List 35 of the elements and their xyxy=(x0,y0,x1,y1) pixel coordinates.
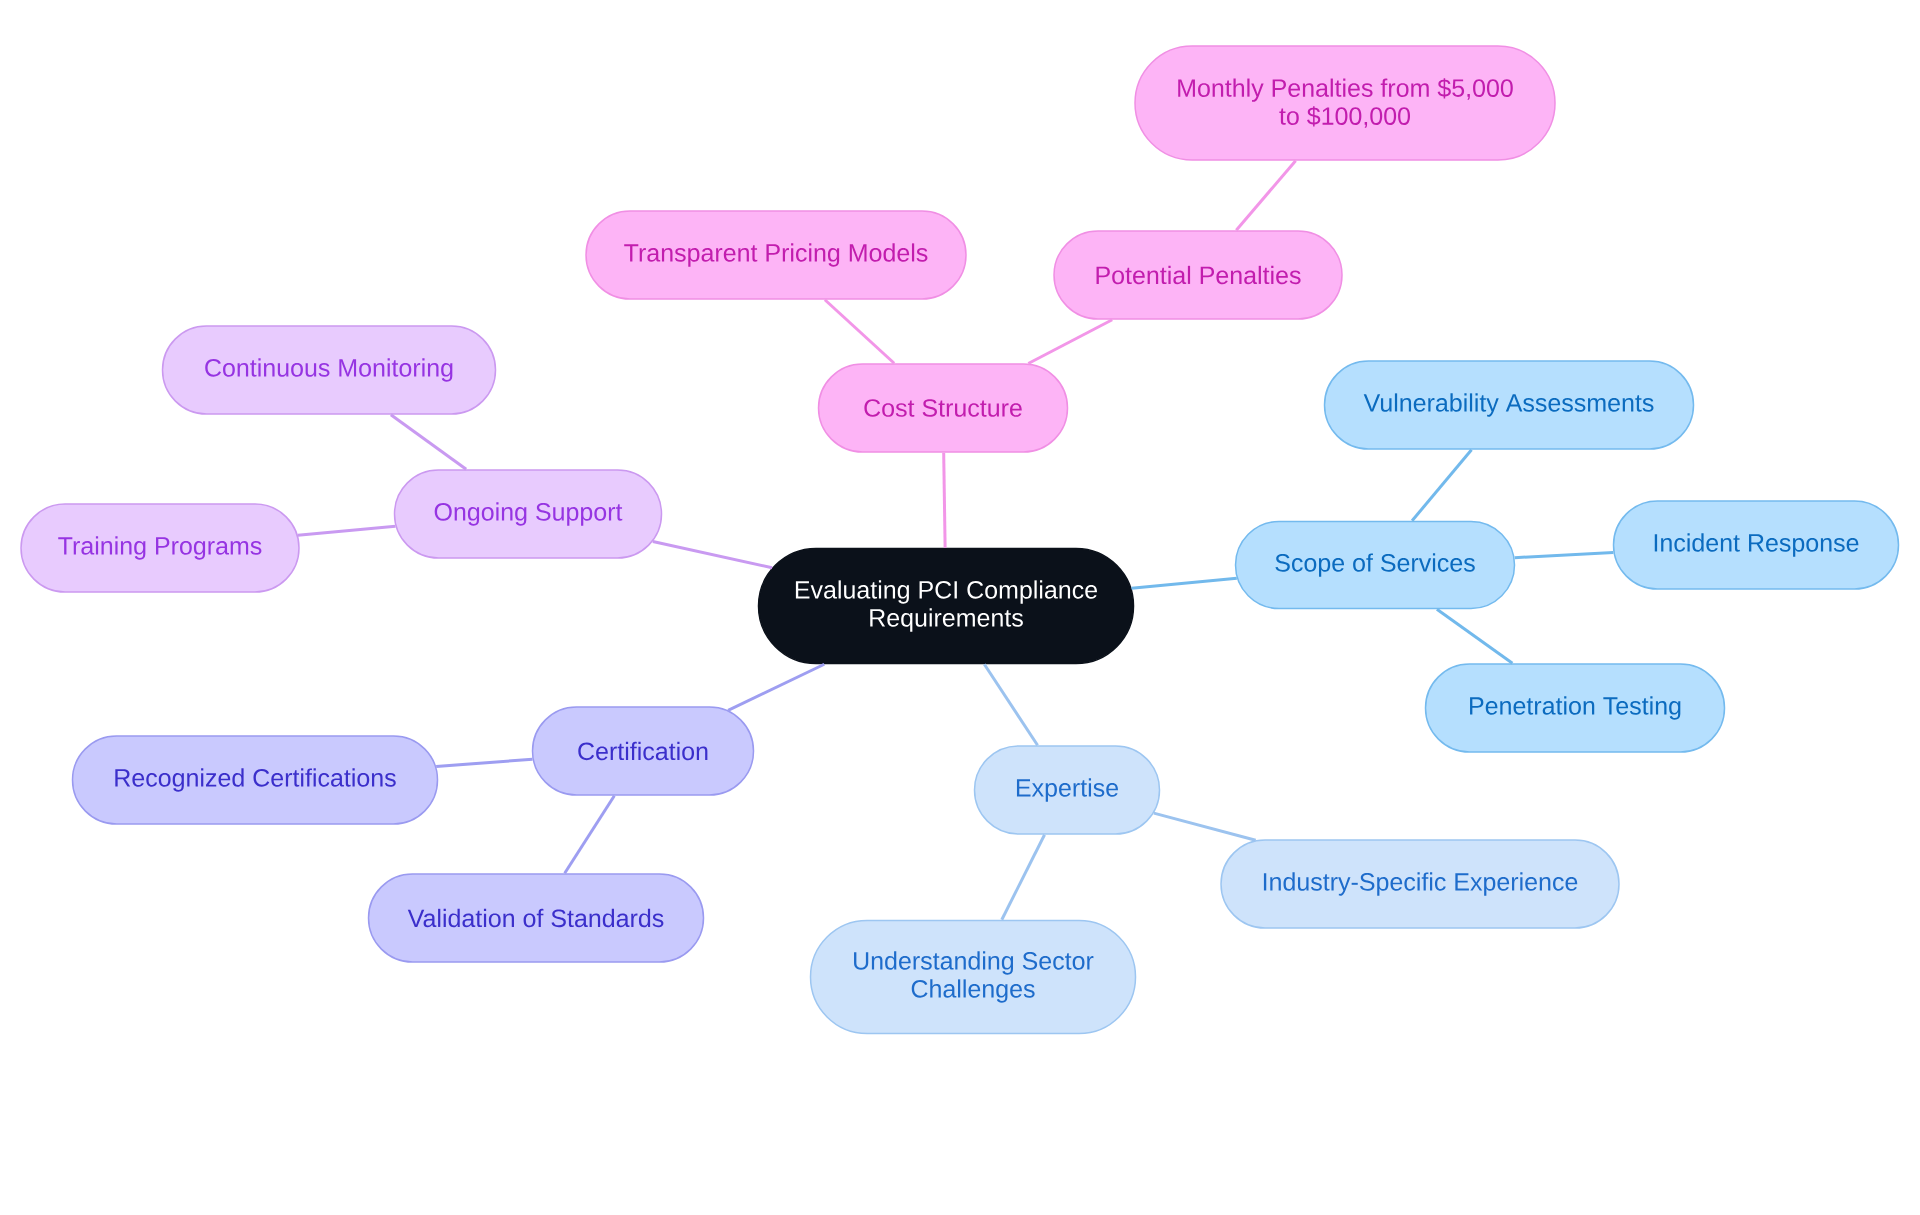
connector-line xyxy=(1000,834,1046,921)
connector-line xyxy=(1436,608,1514,665)
connector-line xyxy=(1131,576,1237,590)
detail-box: Industry-Specific Experience xyxy=(1220,839,1620,929)
detail-box: Validation of Standards xyxy=(367,873,705,963)
subtopic-box: Ongoing Support xyxy=(393,469,663,559)
connector-line xyxy=(983,663,1039,747)
subtopic-box: Scope of Services xyxy=(1234,520,1516,610)
detail-box: Transparent Pricing Models xyxy=(585,210,967,300)
detail-box: Continuous Monitoring xyxy=(161,325,497,415)
connector-line xyxy=(1235,159,1297,232)
detail-box: Penetration Testing xyxy=(1424,663,1726,753)
subtopic-box: Potential Penalties xyxy=(1053,230,1343,320)
detail-box: Training Programs xyxy=(20,503,300,593)
connector-line xyxy=(1514,551,1614,560)
subtopic-box: Cost Structure xyxy=(817,363,1069,453)
detail-box: Understanding Sector Challenges xyxy=(809,919,1137,1035)
central-topic-box: Evaluating PCI Compliance Requirements xyxy=(757,547,1135,665)
connector-line xyxy=(727,662,825,712)
connector-line xyxy=(652,540,773,570)
subtopic-box: Expertise xyxy=(973,745,1161,835)
subtopic-box: Certification xyxy=(531,706,755,796)
connector-line xyxy=(297,524,396,537)
connector-line xyxy=(942,452,947,548)
connector-line xyxy=(436,757,533,768)
detail-box: Recognized Certifications xyxy=(71,735,439,825)
connector-line xyxy=(389,413,468,471)
connector-line xyxy=(1410,448,1473,522)
detail-box: Incident Response xyxy=(1612,500,1900,590)
connector-line xyxy=(1027,318,1113,365)
connector-line xyxy=(563,794,616,875)
detail-box: Vulnerability Assessments xyxy=(1323,360,1695,450)
connector-line xyxy=(823,298,896,365)
connector-line xyxy=(1153,811,1257,842)
detail-box: Monthly Penalties from $5,000 to $100,000 xyxy=(1134,45,1556,161)
